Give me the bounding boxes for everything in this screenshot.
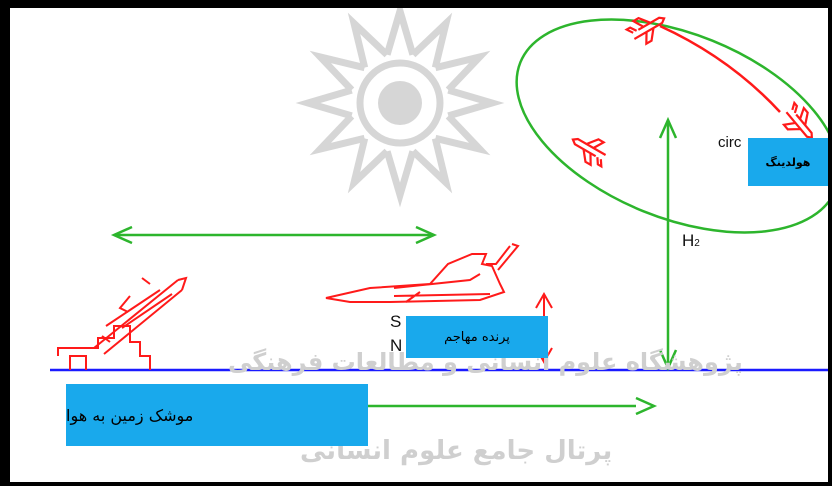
watermark-petal	[410, 12, 453, 69]
circle-text-fragment: circ	[718, 134, 742, 151]
holding-aircraft-right	[781, 100, 814, 140]
watermark-petal	[309, 113, 366, 156]
holding-aircraft-left	[571, 137, 607, 169]
watermark-petal	[295, 86, 353, 120]
holding-label: هولدینگ	[748, 138, 828, 186]
height-label-main: H	[682, 231, 695, 250]
diagram-svg	[50, 8, 828, 416]
attacker-label: پرنده مهاجم	[406, 316, 548, 358]
watermark-petal	[347, 137, 390, 194]
s-text-fragment: S	[390, 312, 402, 331]
sam-launcher	[57, 276, 188, 370]
height-label: H2	[682, 231, 700, 251]
attacker-aircraft	[325, 243, 520, 303]
diagram-frame: circ H2 S N پژوهشگاه علوم انسانی و مطالع…	[10, 8, 828, 482]
sam-label: موشک زمین به هوا	[66, 384, 368, 446]
height-double-arrow	[658, 116, 678, 372]
watermark-petal	[447, 86, 505, 120]
watermark-petal	[347, 12, 390, 69]
watermark-petal	[383, 150, 417, 208]
holding-flight-path	[659, 24, 781, 113]
watermark-petal	[434, 113, 491, 156]
height-label-subscript: 2	[694, 238, 700, 249]
missile-range-arrow	[366, 396, 658, 416]
watermark-rosette	[295, 8, 505, 208]
watermark-petal	[309, 50, 366, 93]
range-double-arrow	[110, 225, 438, 245]
watermark-petal	[410, 137, 453, 194]
holding-pattern-ellipse	[515, 18, 828, 234]
watermark-petal	[383, 8, 417, 56]
watermark-petal	[434, 50, 491, 93]
n-text-fragment: N	[390, 336, 403, 355]
holding-aircraft-top	[624, 16, 666, 46]
